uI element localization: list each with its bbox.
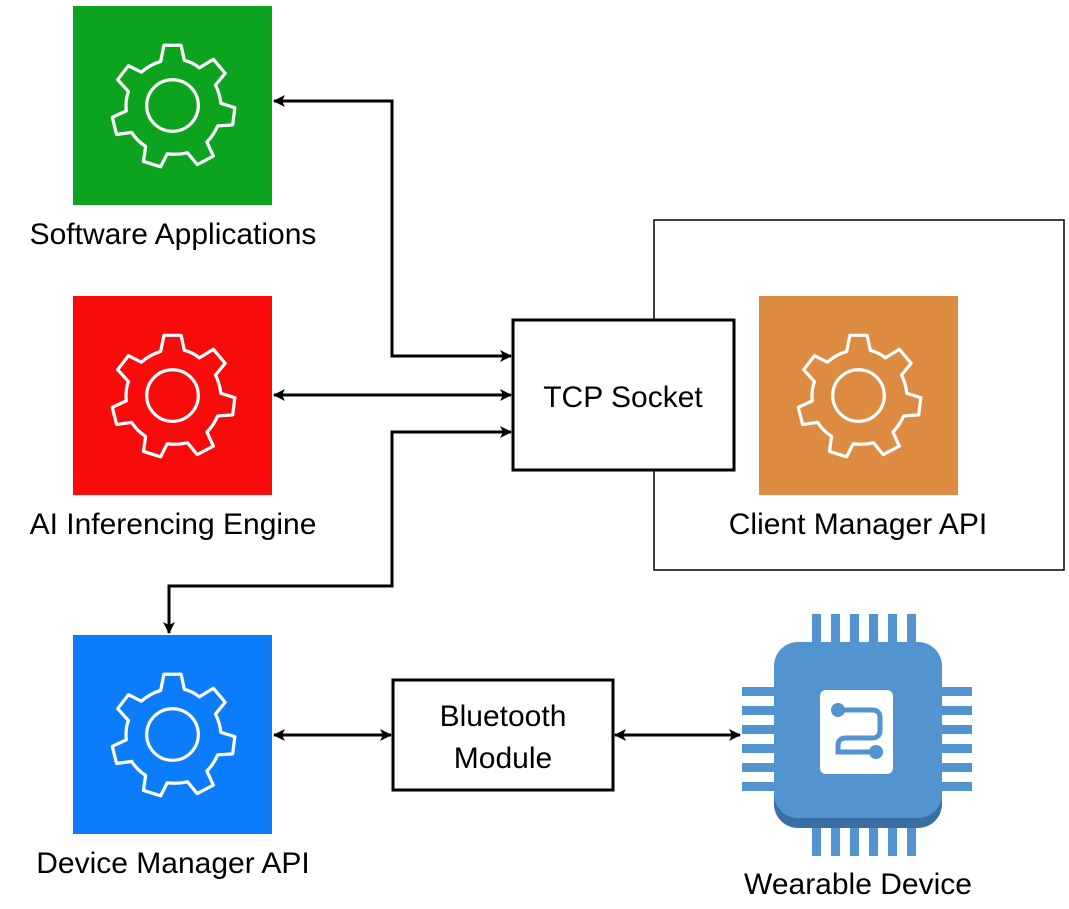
- tcp-socket-label: TCP Socket: [543, 381, 703, 414]
- connector-tcp-device-manager: [163, 426, 512, 634]
- bluetooth-module-label-line1: Bluetooth: [440, 700, 567, 733]
- tcp-socket-node[interactable]: TCP Socket: [511, 318, 736, 472]
- client-manager-api-tile: [759, 296, 958, 495]
- device-manager-api-tile: [73, 635, 272, 834]
- software-applications-node[interactable]: Software Applications: [30, 6, 317, 251]
- device-manager-api-label: Device Manager API: [36, 847, 309, 880]
- bluetooth-module-box: [391, 678, 615, 792]
- wearable-device-label: Wearable Device: [744, 868, 972, 901]
- device-manager-api-node[interactable]: Device Manager API: [36, 635, 310, 880]
- software-applications-tile: [73, 6, 272, 205]
- ai-inferencing-engine-label: AI Inferencing Engine: [30, 508, 317, 541]
- client-manager-api-label: Client Manager API: [729, 508, 987, 541]
- tcp-socket-box: [511, 318, 736, 472]
- bluetooth-module-node[interactable]: Bluetooth Module: [391, 678, 615, 792]
- ai-inferencing-engine-tile: [73, 296, 272, 495]
- bluetooth-module-label-line2: Module: [454, 742, 552, 775]
- connector-software-tcp: [273, 95, 512, 362]
- client-manager-api-node[interactable]: Client Manager API: [729, 296, 987, 541]
- ai-inferencing-engine-node[interactable]: AI Inferencing Engine: [30, 296, 317, 541]
- microchip-icon: [742, 614, 972, 856]
- software-applications-label: Software Applications: [30, 218, 317, 251]
- wearable-device-node[interactable]: Wearable Device: [742, 614, 972, 901]
